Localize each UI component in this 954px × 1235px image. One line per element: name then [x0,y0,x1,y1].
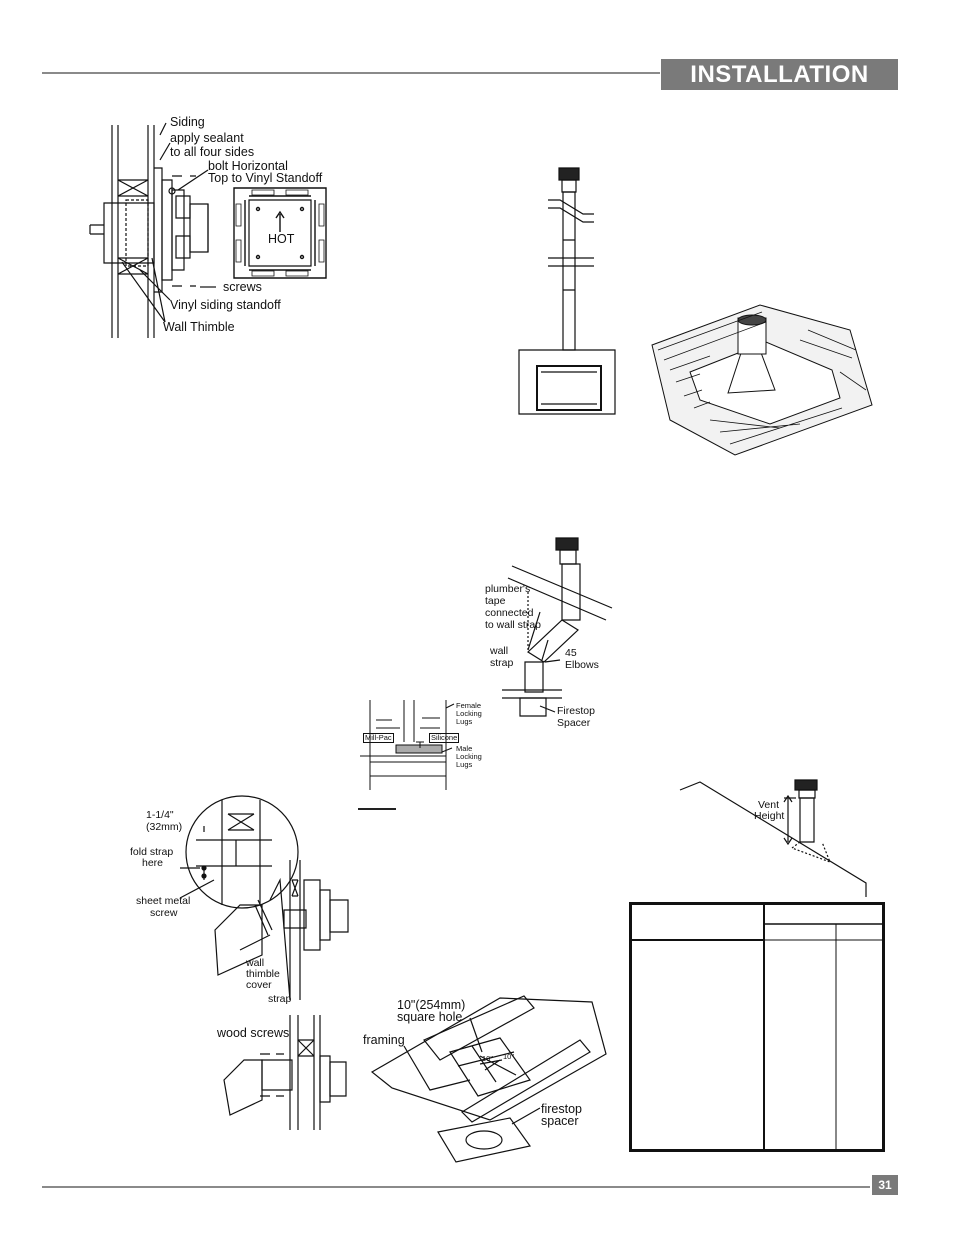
label-hot: HOT [268,232,295,246]
label-fold-strap: fold strap [130,846,174,858]
label-strap-bottom: strap [268,993,292,1005]
label-sheet-metal: sheet metal [136,895,191,907]
page-number: 31 [872,1175,898,1195]
label-firestop: Firestop [557,705,595,717]
header-rule [42,72,660,74]
label-45: 45 [565,647,577,659]
label-plumbers: plumber's [485,583,531,595]
label-male-locking: Locking [456,752,482,761]
label-firestop: firestop [541,1102,582,1116]
section-title: INSTALLATION [661,59,898,90]
label-four-sides: to all four sides [170,145,255,159]
label-tape: tape [485,595,506,607]
label-vinyl-standoff: Vinyl siding standoff [170,298,281,312]
label-female-lugs: Lugs [456,717,473,726]
label-wall-thimble-3: cover [246,979,272,991]
label-dim-b: 10" [503,1052,515,1061]
label-height: Height [754,810,785,822]
label-framing: framing [363,1033,405,1047]
label-screws: screws [223,280,262,294]
label-top-to-vinyl: Top to Vinyl Standoff [208,171,323,185]
label-wall-thimble-1: wall [246,957,265,969]
label-fold-here: here [142,857,164,869]
label-silicone: Silicone [429,733,460,743]
label-dim-a: 10" [482,1054,494,1063]
label-wall-thimble: Wall Thimble [163,320,235,334]
label-female: Female [456,701,482,710]
label-screw: screw [150,907,178,919]
label-male-lugs: Lugs [456,760,473,769]
label-mill-pac: Mill-Pac [363,733,394,743]
vent-height-table [629,902,885,1152]
label-apply-sealant: apply sealant [170,131,244,145]
label-square-hole: square hole [397,1010,463,1024]
label-spacer: spacer [541,1114,579,1128]
label-to-wall-strap: to wall strap [485,619,542,631]
label-wood-screws: wood screws [217,1026,290,1040]
label-wall: wall [490,645,509,657]
footer-rule [42,1186,870,1188]
label-bolt-horizontal: bolt Horizontal [208,159,288,173]
label-female-locking: Locking [456,709,482,718]
label-vent: Vent [758,799,780,811]
label-strap: strap [490,657,514,669]
label-wall-thimble-2: thimble [246,968,280,980]
label-connected: connected [485,607,534,619]
label-male: Male [456,744,473,753]
note-underline [358,808,396,810]
label-dim-1-1-4: 1-1/4" [146,809,174,821]
label-elbows: Elbows [565,659,599,671]
label-siding: Siding [170,115,205,129]
label-dim-32mm: (32mm) [146,821,183,833]
label-spacer: Spacer [557,717,591,729]
label-square-hole-size: 10"(254mm) [397,998,466,1012]
